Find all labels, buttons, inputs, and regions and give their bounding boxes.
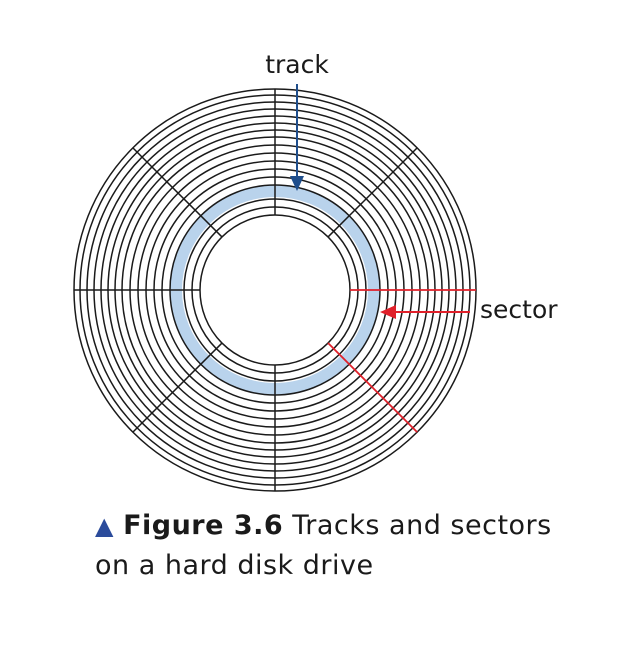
- sector-divider: [327, 147, 418, 238]
- figure-number: Figure 3.6: [123, 510, 284, 541]
- track-ring: [199, 214, 351, 366]
- sector-arrow-head: [380, 305, 396, 319]
- sector-dividers: [74, 89, 476, 491]
- figure-caption: ▲ Figure 3.6 Tracks and sectors on a har…: [95, 506, 565, 586]
- track-label: track: [265, 50, 329, 79]
- sector-divider: [132, 342, 223, 433]
- caption-text: Tracks and sectors on a hard disk drive: [95, 510, 552, 581]
- highlighted-sector-edge: [327, 342, 418, 433]
- disk-diagram: track sector: [73, 50, 558, 492]
- track-arrow-head: [290, 176, 304, 191]
- triangle-icon: ▲: [95, 512, 114, 540]
- annotations: [290, 84, 470, 319]
- sector-divider: [132, 147, 223, 238]
- sector-label: sector: [480, 295, 558, 324]
